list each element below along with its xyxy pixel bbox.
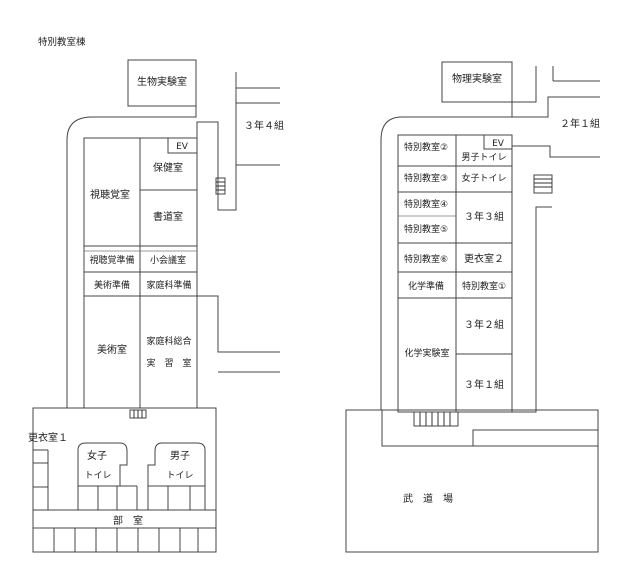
west-ev bbox=[167, 137, 198, 154]
east-wing: 物理実験室 ２年１組 EV 特別教室② 男子トイレ 特別教室③ 女子トイレ 特別… bbox=[345, 61, 600, 553]
east-stair-marker bbox=[533, 174, 553, 194]
club-rooms-label: 部 室 bbox=[113, 514, 143, 527]
west-wing: 生物実験室 EV 保健室 視聴覚室 書道室 視聴覚準備 小会議室 美術準備 家庭… bbox=[28, 59, 284, 553]
boys-toilet-label-1: 男子 bbox=[170, 450, 190, 462]
room-special-6-label: 特別教室⑥ bbox=[404, 253, 448, 265]
page-title: 特別教室棟 bbox=[38, 36, 86, 48]
east-ev bbox=[483, 134, 513, 150]
east-stair-marker-2 bbox=[413, 411, 459, 427]
room-class-3-1-label: ３年１組 bbox=[464, 378, 504, 391]
room-home-ec-label-1: 家庭科総合 bbox=[146, 335, 191, 347]
west-stair-marker-2 bbox=[129, 409, 147, 419]
west-corridor-wall bbox=[66, 106, 197, 408]
west-stair-marker bbox=[215, 177, 226, 195]
room-changing-2-label: 更衣室２ bbox=[464, 252, 504, 265]
room-home-ec-prep-label: 家庭科準備 bbox=[146, 279, 191, 291]
girls-toilet bbox=[77, 442, 128, 487]
room-class-3-3-label: ３年３組 bbox=[464, 210, 504, 223]
room-chem-prep-label: 化学準備 bbox=[408, 280, 444, 292]
room-biology-lab bbox=[127, 59, 197, 107]
room-health-label: 保健室 bbox=[153, 161, 183, 174]
room-calligraphy-label: 書道室 bbox=[153, 210, 183, 223]
room-special-5-label: 特別教室⑤ bbox=[404, 223, 448, 235]
room-special-1-label: 特別教室① bbox=[462, 280, 506, 292]
room-art-prep-label: 美術準備 bbox=[94, 279, 130, 291]
west-ev-label: EV bbox=[176, 142, 189, 152]
dojo-building bbox=[345, 409, 599, 553]
room-home-ec-label-2: 実 習 室 bbox=[146, 357, 191, 369]
room-changing-1-label: 更衣室１ bbox=[28, 431, 68, 444]
room-special-2-label: 特別教室② bbox=[404, 141, 448, 153]
boys-toilet bbox=[147, 442, 206, 487]
room-class-3-2-label: ３年２組 bbox=[464, 318, 504, 331]
room-small-meeting-label: 小会議室 bbox=[150, 254, 186, 266]
room-art-label: 美術室 bbox=[97, 343, 127, 356]
room-physics-lab-label: 物理実験室 bbox=[452, 72, 502, 85]
girls-toilet-label-2: トイレ bbox=[84, 471, 111, 481]
east-ev-label: EV bbox=[492, 139, 505, 149]
room-special-4-label: 特別教室④ bbox=[404, 198, 448, 210]
room-special-3-label: 特別教室③ bbox=[404, 172, 448, 184]
room-biology-lab-label: 生物実験室 bbox=[137, 75, 187, 88]
room-av-prep-label: 視聴覚準備 bbox=[89, 254, 134, 266]
classroom-2-1-label: ２年１組 bbox=[560, 117, 600, 130]
room-av-label: 視聴覚室 bbox=[90, 188, 130, 201]
boys-toilet-label-2: トイレ bbox=[166, 471, 193, 481]
dojo-label: 武 道 場 bbox=[403, 492, 453, 505]
classroom-3-4-label: ３年４組 bbox=[244, 119, 284, 132]
room-girls-toilet-label: 女子トイレ bbox=[461, 172, 506, 184]
west-lower-building bbox=[32, 407, 217, 553]
east-corridor-wall bbox=[380, 102, 513, 410]
girls-toilet-label-1: 女子 bbox=[87, 449, 107, 462]
room-chem-lab-label: 化学実験室 bbox=[404, 347, 449, 359]
room-boys-toilet-label: 男子トイレ bbox=[461, 152, 506, 163]
room-physics-lab bbox=[441, 61, 513, 103]
